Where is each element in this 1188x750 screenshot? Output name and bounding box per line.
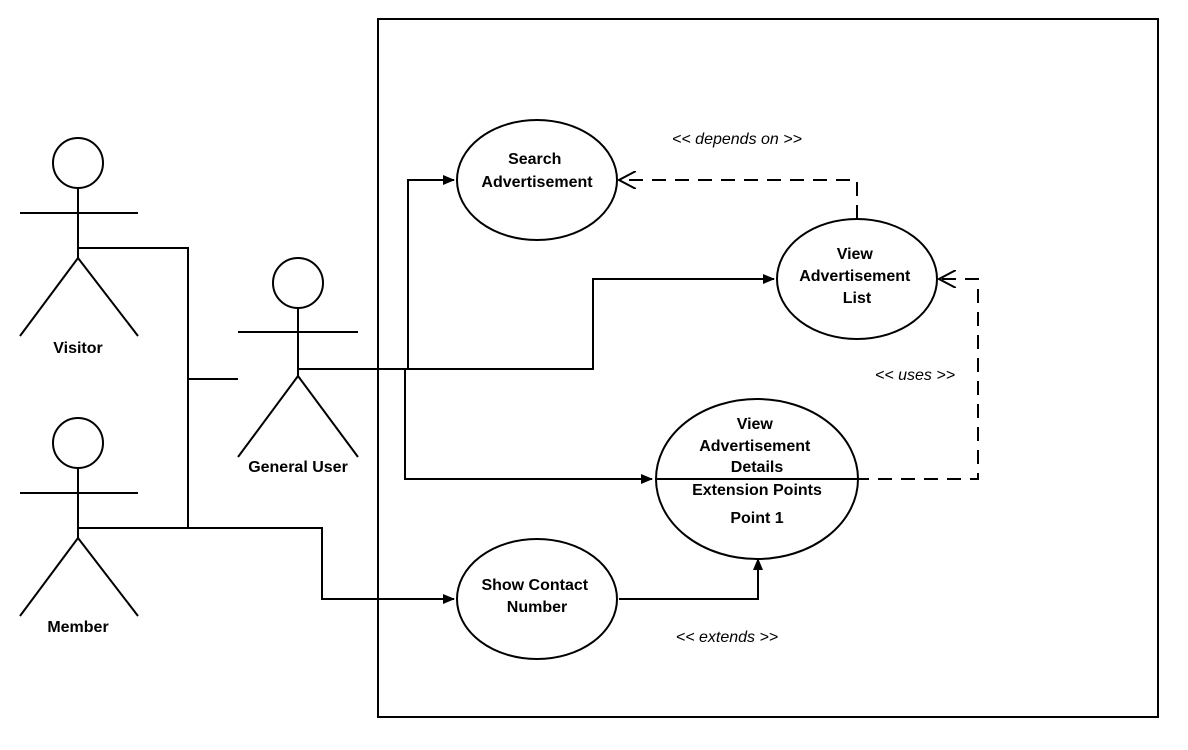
usecase-view-advertisement-list[interactable]: View Advertisement List <box>776 218 938 340</box>
usecase-list-line3: List <box>843 290 872 307</box>
stereotype-uses: << uses >> <box>875 367 955 384</box>
usecase-search-line2: Advertisement <box>481 174 593 191</box>
extension-points-header: Extension Points <box>692 482 822 499</box>
usecase-details-line3: Details <box>731 459 784 476</box>
actor-general-user[interactable]: General User <box>237 257 359 476</box>
actor-visitor[interactable]: Visitor <box>19 137 139 357</box>
actor-member[interactable]: Member <box>19 417 139 636</box>
generalization-visitor <box>78 247 189 529</box>
usecase-details-line1: View <box>737 416 774 433</box>
actor-general-user-label: General User <box>248 459 348 476</box>
usecase-details-line2: Advertisement <box>699 438 811 455</box>
svg-text:Show Contact Number: Show Contact Number <box>481 577 592 616</box>
usecase-view-advertisement-details[interactable]: View Advertisement Details Extension Poi… <box>655 398 859 560</box>
svg-text:Search Advertisement: Search Advertisement <box>481 151 593 191</box>
assoc-member-contact <box>188 527 455 604</box>
usecase-contact-line1: Show Contact <box>481 577 588 594</box>
usecase-list-line1: View <box>837 246 874 263</box>
dep-list-search <box>619 180 858 219</box>
stereotype-depends-on: << depends on >> <box>672 131 802 148</box>
usecase-list-line2: Advertisement <box>799 268 911 285</box>
extension-point-1: Point 1 <box>730 510 783 527</box>
usecase-search-line1: Search <box>508 151 561 168</box>
actor-head <box>52 137 104 189</box>
actor-head <box>272 257 324 309</box>
extend-contact-details <box>619 558 763 600</box>
usecase-contact-line2: Number <box>507 599 567 616</box>
actor-head <box>52 417 104 469</box>
usecase-search-advertisement[interactable]: Search Advertisement <box>456 119 618 241</box>
usecase-show-contact-number[interactable]: Show Contact Number <box>456 538 618 660</box>
svg-text:View Advertisement: View Advertisement Details <box>699 416 815 476</box>
svg-text:View Advertisement: View Advertisement List <box>799 246 915 307</box>
assoc-user-details <box>404 369 653 484</box>
actor-member-label: Member <box>47 619 108 636</box>
stereotype-extends: << extends >> <box>676 629 778 646</box>
actor-visitor-label: Visitor <box>53 340 103 357</box>
assoc-user-list <box>298 274 775 370</box>
